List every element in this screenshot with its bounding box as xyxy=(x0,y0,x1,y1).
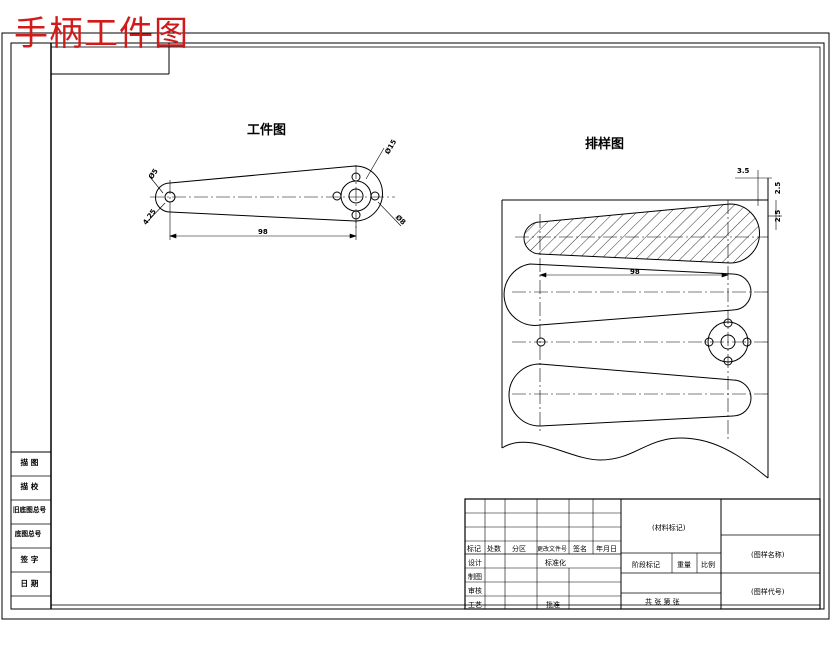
dim-gap-top: 3.5 xyxy=(737,167,750,175)
tb-header-change-doc: 更改文件号 xyxy=(537,546,568,553)
layout-dimensions xyxy=(539,170,782,278)
tb-header-zone: 分区 xyxy=(512,545,526,553)
strip-outline xyxy=(501,178,769,479)
dim-layout-length: 98 xyxy=(630,268,640,276)
material-mark: (材料标记) xyxy=(652,524,686,532)
side-row-trace: 描 图 xyxy=(20,458,39,467)
outer-border xyxy=(1,32,830,620)
layout-part-hatched xyxy=(523,203,760,264)
tb-sheets: 共 张 第 张 xyxy=(645,598,680,606)
side-row-date: 日 期 xyxy=(20,579,39,588)
dim-length: 98 xyxy=(258,228,268,236)
drawing-name: (图样名称) xyxy=(751,551,785,559)
page-title: 手柄工件图 xyxy=(14,14,189,54)
side-row-old-number: 旧底图总号 xyxy=(12,506,47,514)
drawing-frame xyxy=(10,42,825,610)
side-row-base-number: 底图总号 xyxy=(14,530,42,538)
drawing-code: (图样代号) xyxy=(751,588,785,596)
dim-gap-side-b: 2.5 xyxy=(774,209,783,223)
title-block xyxy=(464,498,821,610)
tb-header-date: 年月日 xyxy=(596,545,617,553)
side-row-check: 描 校 xyxy=(20,482,39,491)
tb-design: 设计 xyxy=(468,559,482,567)
tb-standardization: 标准化 xyxy=(545,559,566,567)
tb-drafting: 制图 xyxy=(468,573,482,581)
layout-view-title: 排样图 xyxy=(585,137,625,152)
layout-part-2 xyxy=(503,263,752,326)
workpiece-view-title: 工件图 xyxy=(247,123,287,138)
workpiece-dimensions xyxy=(147,147,402,240)
tb-approve: 批准 xyxy=(546,601,560,609)
inner-frame xyxy=(50,46,821,606)
tb-header-count: 处数 xyxy=(487,545,501,553)
tb-weight: 重量 xyxy=(677,561,691,569)
tb-review: 审核 xyxy=(468,587,482,595)
tb-header-sign: 签名 xyxy=(573,545,587,553)
workpiece-part xyxy=(155,165,383,222)
dim-gap-side-a: 2.5 xyxy=(774,181,783,195)
side-table xyxy=(11,451,51,597)
tb-process: 工艺 xyxy=(468,601,482,609)
layout-centerlines xyxy=(512,200,768,440)
layout-part-3 xyxy=(508,363,752,427)
tb-scale: 比例 xyxy=(701,561,715,569)
tb-stage-mark: 阶段标记 xyxy=(632,561,660,569)
side-row-signature: 签 字 xyxy=(20,555,39,564)
tb-header-mark: 标记 xyxy=(467,545,481,553)
workpiece-centerlines xyxy=(150,165,395,228)
